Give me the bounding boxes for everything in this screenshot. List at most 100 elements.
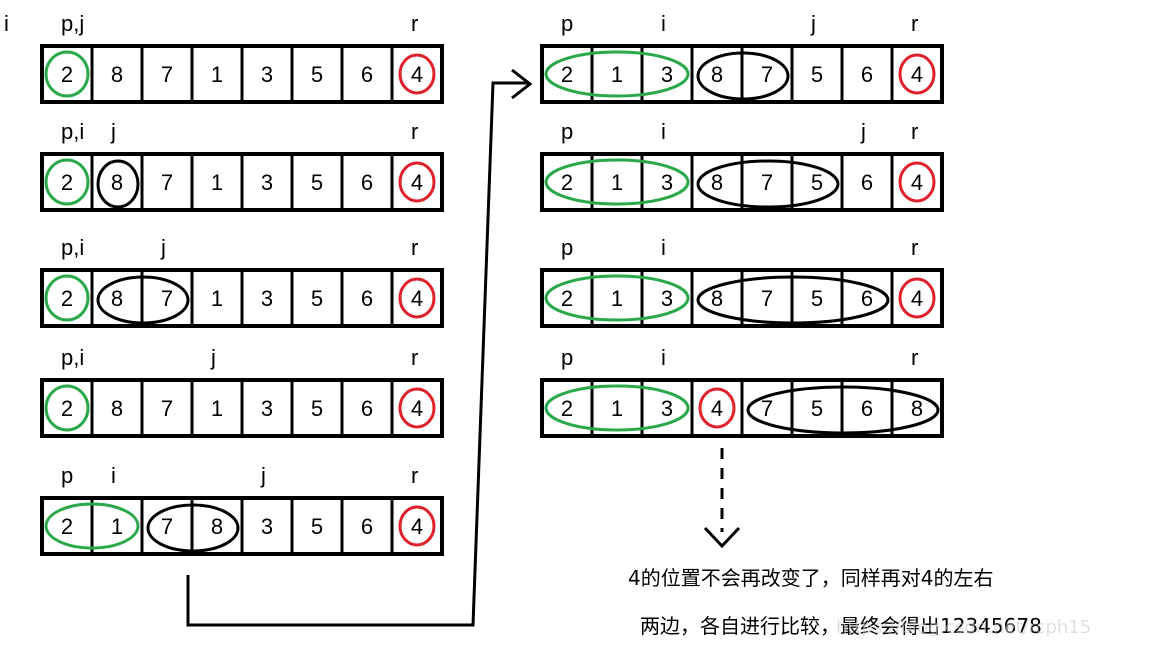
cell-value: 4 (911, 170, 923, 195)
cell-value: 3 (661, 396, 673, 421)
cell-value: 4 (411, 396, 423, 421)
cell-value: 6 (861, 62, 873, 87)
cell-value: 4 (411, 62, 423, 87)
cell-value: 6 (361, 62, 373, 87)
watermark: https://blog.csdn.net/rcph15 (836, 617, 1091, 638)
pointer-label-j: j (210, 345, 216, 370)
connector-arrow-left-to-right (186, 81, 528, 627)
cell-value: 3 (261, 286, 273, 311)
pointer-label-p: p (561, 345, 573, 370)
cell-value: 5 (311, 286, 323, 311)
cell-value: 1 (611, 286, 623, 311)
cell-value: 5 (811, 286, 823, 311)
pointer-label-r: r (411, 463, 418, 488)
pivot-circle (898, 161, 936, 203)
cell-value: 6 (861, 286, 873, 311)
pointer-label-r: r (411, 11, 418, 36)
cell-value: 8 (111, 170, 123, 195)
connectors (186, 68, 741, 627)
cell-value: 7 (161, 62, 173, 87)
cell-value: 8 (911, 396, 923, 421)
green-group-loop (44, 274, 90, 322)
cell-value: 4 (411, 286, 423, 311)
green-group-loop (544, 50, 690, 98)
black-group-loop (746, 385, 940, 435)
black-group-loop (696, 275, 890, 325)
cell-value: 7 (761, 62, 773, 87)
cell-value: 3 (661, 62, 673, 87)
green-group-loop (44, 158, 90, 206)
pivot-circle (898, 277, 936, 319)
cell-value: 2 (61, 286, 73, 311)
cell-value: 8 (111, 286, 123, 311)
green-group-loop (544, 384, 690, 432)
cell-value: 5 (311, 170, 323, 195)
cell-value: 1 (111, 514, 123, 539)
green-group-loop (544, 158, 690, 206)
cell-value: 8 (711, 286, 723, 311)
cell-value: 1 (211, 170, 223, 195)
cell-value: 3 (261, 514, 273, 539)
cell-value: 8 (711, 62, 723, 87)
cell-value: 5 (811, 170, 823, 195)
cell-value: 2 (561, 170, 573, 195)
cell-value: 6 (361, 286, 373, 311)
cell-value: 3 (261, 396, 273, 421)
cell-value: 4 (411, 170, 423, 195)
cell-value: 2 (61, 396, 73, 421)
pointer-label-r: r (911, 119, 918, 144)
cell-value: 3 (661, 286, 673, 311)
cell-value: 7 (161, 170, 173, 195)
pivot-circle (898, 53, 936, 95)
pivot-circle (398, 387, 436, 429)
cell-value: 3 (661, 170, 673, 195)
cell-value: 7 (761, 170, 773, 195)
cell-value: 7 (761, 286, 773, 311)
cell-value: 1 (611, 396, 623, 421)
cell-value: 6 (361, 514, 373, 539)
cell-value: 6 (861, 170, 873, 195)
cell-value: 1 (611, 62, 623, 87)
pointer-label-i: i (661, 119, 666, 144)
cell-value: 1 (611, 170, 623, 195)
cell-value: 2 (561, 286, 573, 311)
green-group-loop (44, 50, 90, 98)
pointer-label-r: r (411, 345, 418, 370)
pointer-label-r: r (911, 345, 918, 370)
pointer-label-p: p (61, 463, 73, 488)
pointer-label-i: i (661, 11, 666, 36)
green-group-loop (44, 502, 140, 550)
black-group-loop (96, 159, 140, 209)
pivot-circle (698, 387, 736, 429)
cell-value: 6 (361, 396, 373, 421)
cell-value: 3 (261, 62, 273, 87)
cell-value: 5 (311, 396, 323, 421)
cell-value: 7 (161, 286, 173, 311)
pointer-label-p-i: p,i (61, 119, 84, 144)
cell-value: 3 (261, 170, 273, 195)
cell-value: 5 (811, 396, 823, 421)
pointer-label-r: r (411, 119, 418, 144)
pointer-label-r: r (411, 235, 418, 260)
cell-value: 4 (711, 396, 723, 421)
cell-value: 5 (811, 62, 823, 87)
cell-value: 7 (761, 396, 773, 421)
cell-value: 2 (61, 170, 73, 195)
pointer-label-p: p (561, 119, 573, 144)
cell-value: 8 (111, 62, 123, 87)
pivot-circle (398, 277, 436, 319)
cell-value: 5 (311, 514, 323, 539)
pointer-label-r: r (911, 11, 918, 36)
pointer-label-p-i: p,i (61, 345, 84, 370)
cell-value: 7 (161, 514, 173, 539)
cell-value: 4 (911, 286, 923, 311)
black-group-loop (696, 159, 840, 209)
cell-value: 1 (211, 62, 223, 87)
